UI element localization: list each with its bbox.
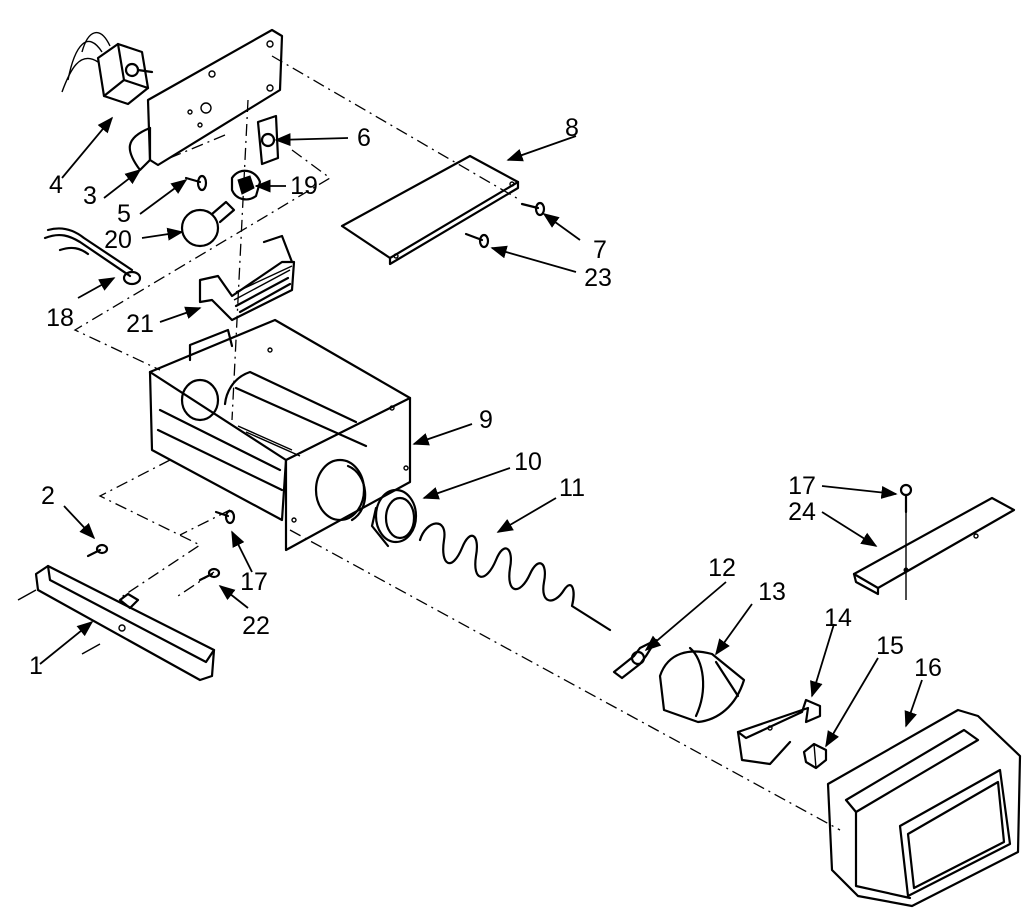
callout-17-upper: 17 xyxy=(788,472,816,500)
callout-6: 6 xyxy=(357,124,371,152)
motor-part-4 xyxy=(61,32,154,106)
callout-9: 9 xyxy=(479,406,493,434)
callout-21: 21 xyxy=(126,310,154,338)
leader-arrows xyxy=(39,116,923,748)
callout-2: 2 xyxy=(41,482,55,510)
front-cover-part-16 xyxy=(826,708,1022,908)
callout-8: 8 xyxy=(565,114,579,142)
callout-10: 10 xyxy=(514,448,542,476)
callout-11: 11 xyxy=(559,474,585,502)
assembly-lines xyxy=(73,55,841,831)
callout-22: 22 xyxy=(242,612,270,640)
clip-part-6 xyxy=(256,114,280,166)
callout-20: 20 xyxy=(104,226,132,254)
callout-12: 12 xyxy=(708,554,736,582)
callout-24: 24 xyxy=(788,498,816,526)
bracket-part-14 xyxy=(736,698,822,766)
auger-spring-part-11 xyxy=(418,522,612,632)
plate-part-24 xyxy=(852,496,1016,596)
screw-part-7 xyxy=(520,201,546,217)
light-shield-part-21 xyxy=(198,234,296,322)
callout-19: 19 xyxy=(290,172,318,200)
screw-part-17-lower xyxy=(214,509,236,525)
callout-14: 14 xyxy=(824,604,852,632)
bulb-part-20 xyxy=(180,200,236,248)
screw-part-2 xyxy=(86,543,109,558)
callout-7: 7 xyxy=(593,236,607,264)
screw-part-5 xyxy=(184,174,208,192)
housing-part-9 xyxy=(148,318,412,552)
crusher-housing-part-13 xyxy=(658,646,746,724)
lamp-socket-part-19 xyxy=(230,169,262,201)
bearing-part-10 xyxy=(370,488,418,548)
wire-harness-part-18 xyxy=(43,227,142,286)
callout-1: 1 xyxy=(29,652,43,680)
screw-part-17-upper xyxy=(899,483,913,600)
rail-part-1 xyxy=(17,564,216,682)
callout-4: 4 xyxy=(49,171,63,199)
bracket-part-3 xyxy=(128,28,284,172)
nut-part-15 xyxy=(802,742,828,770)
callout-17-lower: 17 xyxy=(240,568,268,596)
callout-15: 15 xyxy=(876,632,904,660)
cover-plate-part-8 xyxy=(340,154,520,266)
callout-18: 18 xyxy=(46,304,74,332)
callout-5: 5 xyxy=(117,200,131,228)
callout-3: 3 xyxy=(83,182,97,210)
screw-part-22 xyxy=(198,567,221,582)
screw-part-23 xyxy=(464,232,490,249)
callout-labels: 1 2 3 4 5 6 7 8 9 10 11 12 13 14 15 16 1… xyxy=(29,114,942,682)
callout-23: 23 xyxy=(584,264,612,292)
callout-16: 16 xyxy=(914,654,942,682)
callout-13: 13 xyxy=(758,578,786,606)
